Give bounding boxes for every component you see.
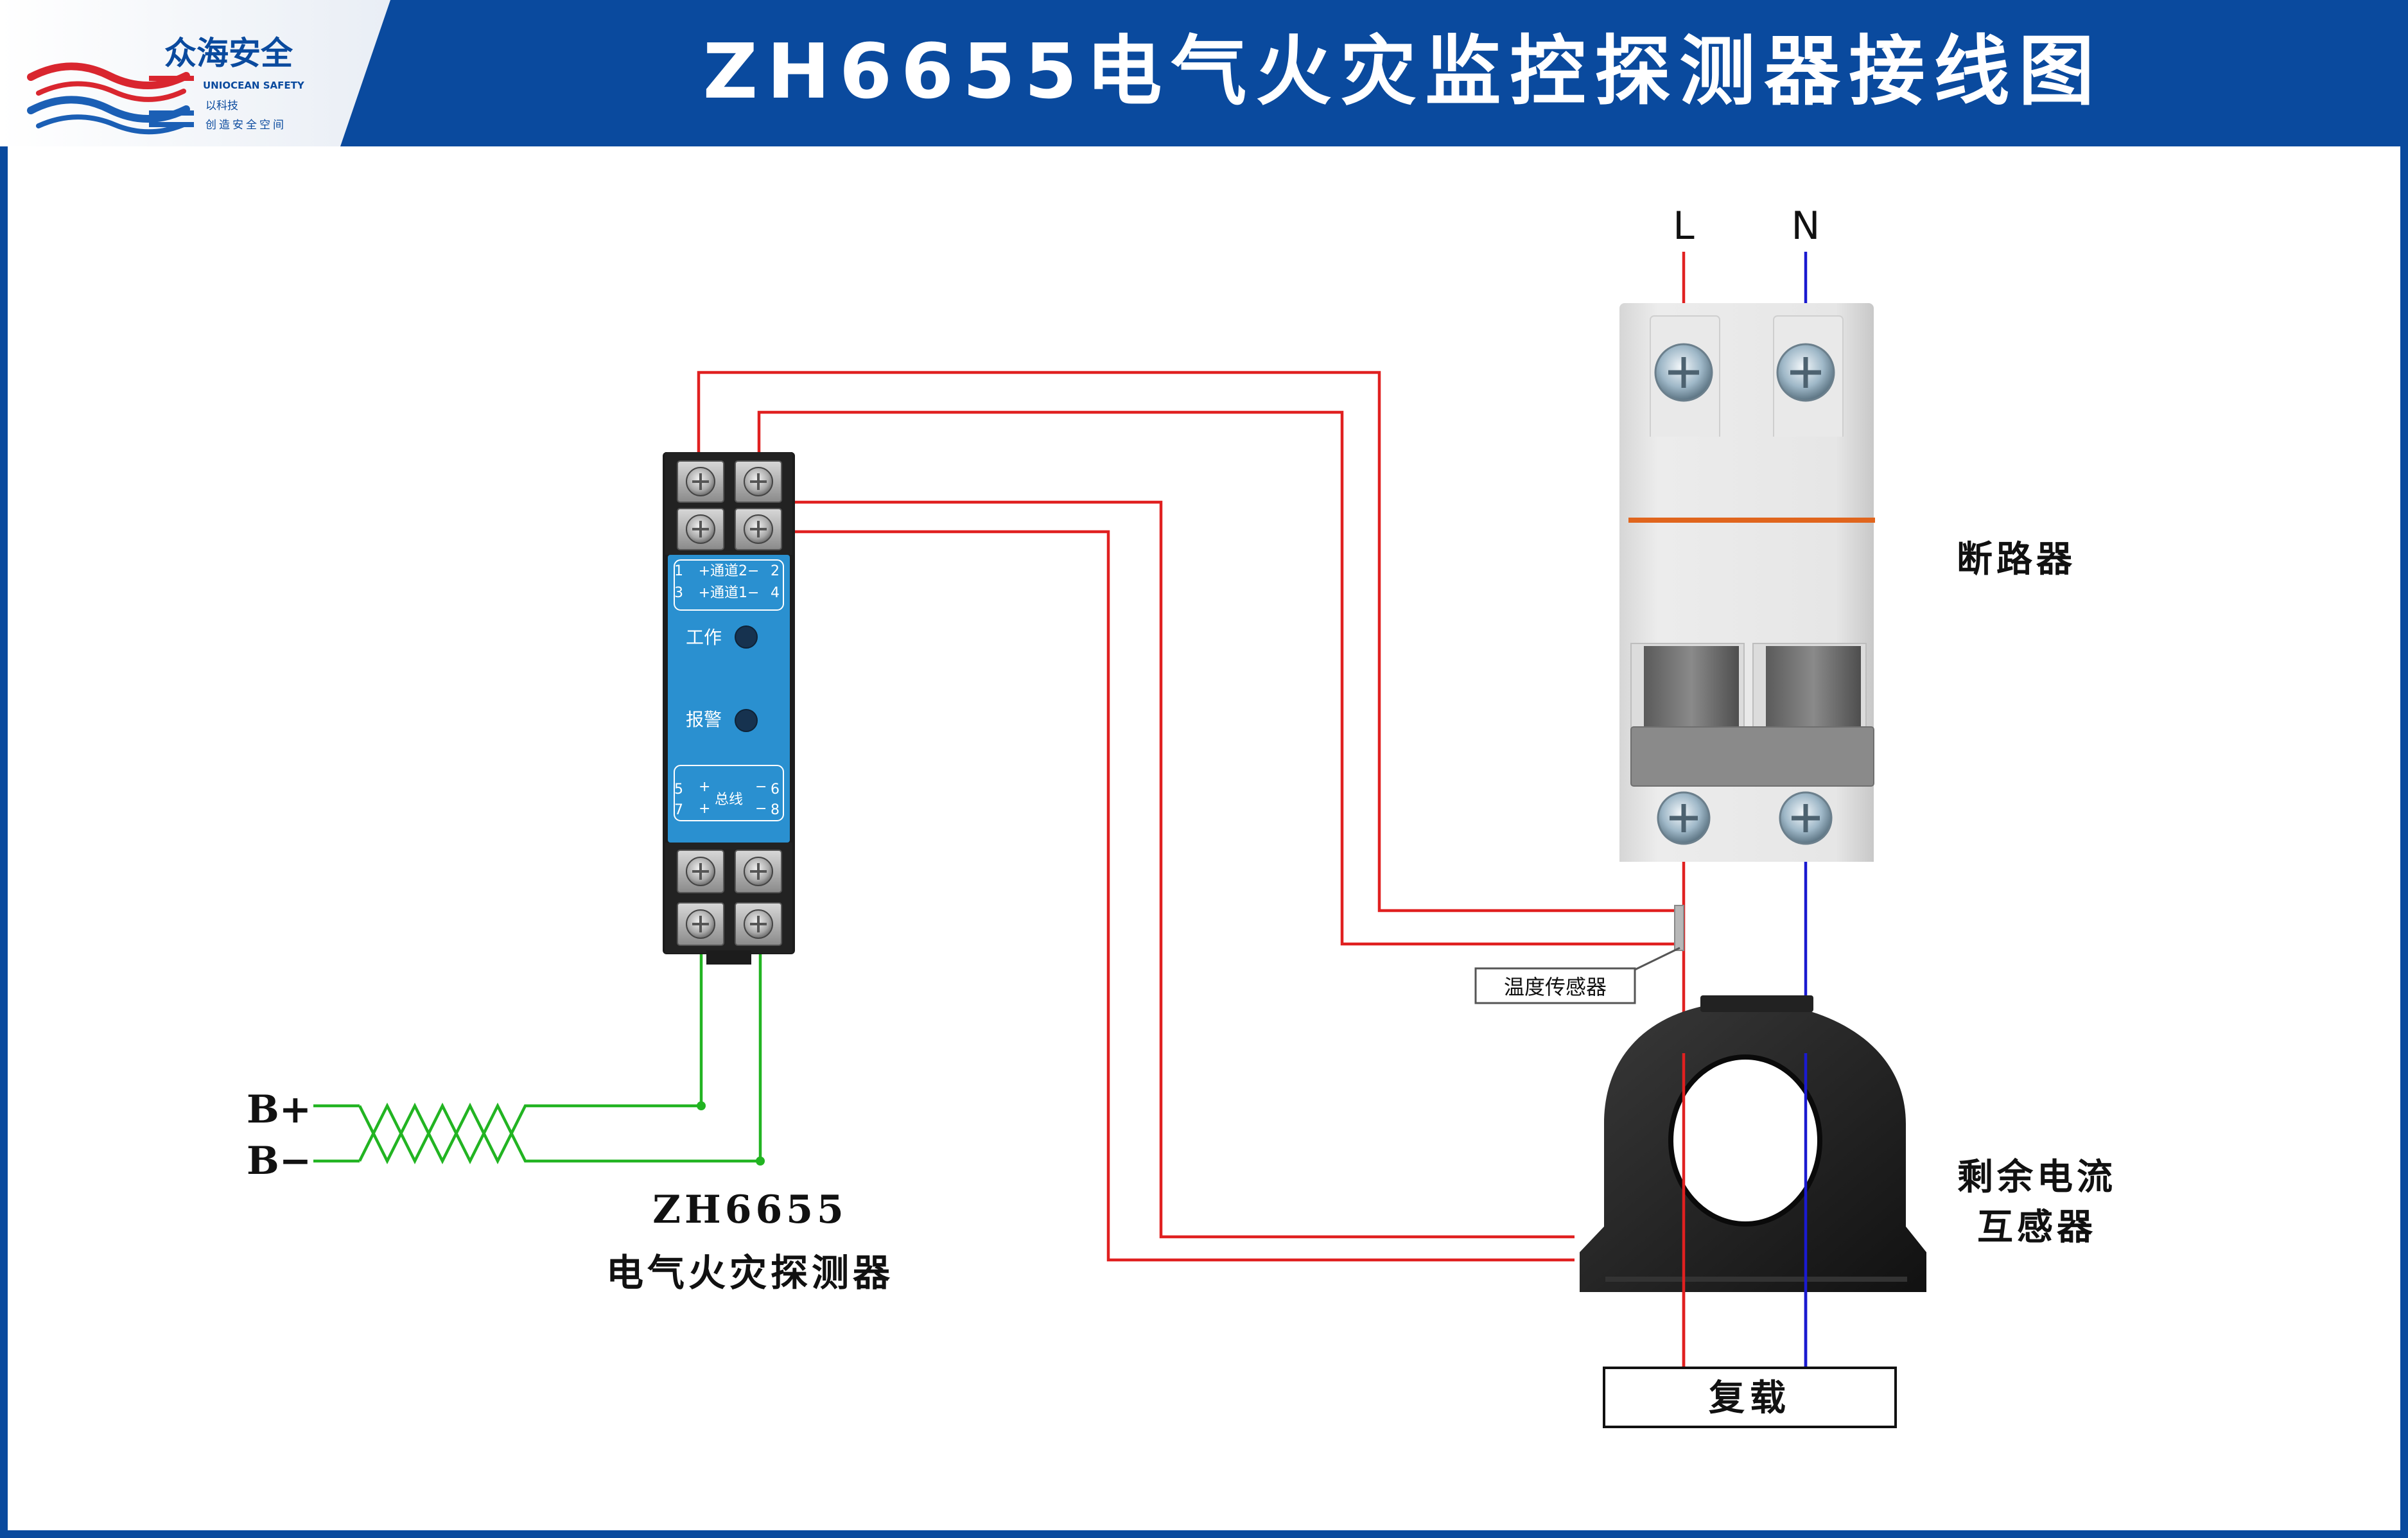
neutral-label: N xyxy=(1792,204,1820,249)
logo-bar-1 xyxy=(149,76,194,81)
bus-plus-label: B+ xyxy=(247,1087,311,1132)
alarm-led xyxy=(735,709,758,732)
temp-sensor-tag xyxy=(1474,967,1636,1004)
logo-slogan-2: 创造安全空间 xyxy=(205,119,286,132)
ch-bot-text: +通道1− xyxy=(699,585,760,601)
detector-name-label: 电气火灾探测器 xyxy=(606,1251,894,1295)
breaker-bottom-screw-slots xyxy=(1670,804,1820,832)
wire-ch1-temp-plus xyxy=(697,371,1684,913)
top-terminals xyxy=(677,460,782,550)
bus-tl: 5 xyxy=(674,782,683,798)
temp-sensor-probe xyxy=(1674,905,1684,951)
work-indicator-label: 工作 xyxy=(686,627,722,648)
bus-tr: 6 xyxy=(771,782,780,798)
residual-current-transformer xyxy=(1580,995,1926,1292)
logo-panel xyxy=(0,0,390,146)
logo-wave-blue-2 xyxy=(36,114,186,135)
brand-logo: 众海安全 UNIOCEAN SAFETY 以科技 创造安全空间 xyxy=(27,35,305,135)
temperature-sensor: 温度传感器 xyxy=(1474,905,1684,1004)
bus-plus-junction xyxy=(697,1101,706,1110)
din-clip xyxy=(706,950,751,965)
wire-ch2-ct-minus xyxy=(759,530,1575,1262)
logo-wave-blue-1 xyxy=(27,96,190,123)
bus-minus-1: − xyxy=(755,779,767,795)
ct-top-tab xyxy=(1700,995,1813,1012)
wire-ch1-temp-minus xyxy=(757,410,1684,946)
ct-base-ridge xyxy=(1605,1277,1907,1282)
ch-top-text: +通道2− xyxy=(699,563,760,579)
bus-plus-2: + xyxy=(699,801,710,817)
breaker-handle-bar xyxy=(1630,726,1874,787)
breaker-bottom-cap xyxy=(1619,791,1874,862)
page-title: ZH6655电气火灾监控探测器接线图 xyxy=(703,27,2104,116)
logo-brand-en: UNIOCEAN SAFETY xyxy=(203,80,305,91)
breaker-orange-stripe xyxy=(1628,518,1875,523)
bus-minus-junction xyxy=(756,1157,765,1166)
ch-top-right: 2 xyxy=(771,563,780,579)
logo-wave-red-2 xyxy=(36,81,186,102)
ct-label-line1: 剩余电流 xyxy=(1957,1157,2116,1198)
ch-bot-right: 4 xyxy=(771,585,780,601)
ct-label-line2: 互感器 xyxy=(1977,1207,2097,1248)
wire-twisted-pair-b xyxy=(358,1102,533,1165)
detector-front-panel xyxy=(668,555,790,843)
header-bar xyxy=(0,0,2408,146)
screw-slots-top xyxy=(692,473,767,537)
load-box xyxy=(1603,1367,1897,1428)
logo-bar-3 xyxy=(149,122,194,127)
logo-slogan-1: 以科技 xyxy=(205,100,238,112)
load-label: 复载 xyxy=(1709,1377,1791,1419)
bus-label-box xyxy=(674,765,784,821)
alarm-indicator-label: 报警 xyxy=(686,709,722,730)
breaker-toggle-left xyxy=(1644,646,1739,727)
bottom-terminals xyxy=(677,850,782,946)
bus-minus-2: − xyxy=(755,801,767,817)
bus-bl: 7 xyxy=(674,802,683,818)
detector-module: 1 +通道2− 2 3 +通道1− 4 工作 报警 5 + 总线 − 6 7 +… xyxy=(663,452,795,965)
ch-bot-left: 3 xyxy=(674,585,683,601)
live-label: L xyxy=(1673,204,1695,249)
ch-top-left: 1 xyxy=(674,563,683,579)
circuit-breaker: L N xyxy=(1619,204,1875,862)
screw-slots-bottom xyxy=(692,863,767,932)
breaker-label: 断路器 xyxy=(1957,539,2076,581)
bus-text: 总线 xyxy=(715,792,743,808)
temp-sensor-label: 温度传感器 xyxy=(1504,975,1607,999)
ct-aperture xyxy=(1668,1054,1822,1227)
breaker-top-screw-slots xyxy=(1668,357,1821,388)
channel-label-box xyxy=(674,559,784,611)
work-led xyxy=(735,625,758,649)
bus-br: 8 xyxy=(771,802,780,818)
bus-plus-1: + xyxy=(699,779,710,795)
logo-brand-text: 众海安全 xyxy=(164,35,293,72)
detector-model-label: ZH6655 xyxy=(652,1187,847,1232)
breaker-toggle-right xyxy=(1766,646,1861,727)
logo-wave-red-1 xyxy=(27,62,190,89)
logo-bar-2 xyxy=(149,110,194,116)
bus-minus-label: B− xyxy=(247,1139,311,1184)
temp-sensor-leader xyxy=(1634,947,1680,971)
